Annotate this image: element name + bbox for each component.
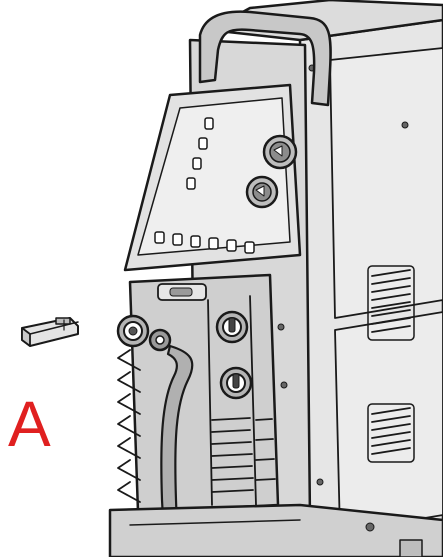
carry-handle — [198, 10, 332, 107]
connector-plug-a — [21, 317, 79, 347]
torch-cable — [148, 328, 194, 557]
welding-socket-left — [116, 314, 150, 348]
cooling-vents — [117, 265, 415, 503]
callout-label-a: A — [8, 388, 51, 460]
front-connection-panel — [128, 273, 288, 514]
adjustment-knob-lower — [245, 175, 279, 209]
control-panel — [123, 83, 302, 272]
adjustment-knob-upper — [262, 134, 298, 170]
machine-base — [108, 503, 443, 557]
welding-socket-right-lower — [219, 366, 253, 400]
welding-socket-right-upper — [215, 310, 249, 344]
